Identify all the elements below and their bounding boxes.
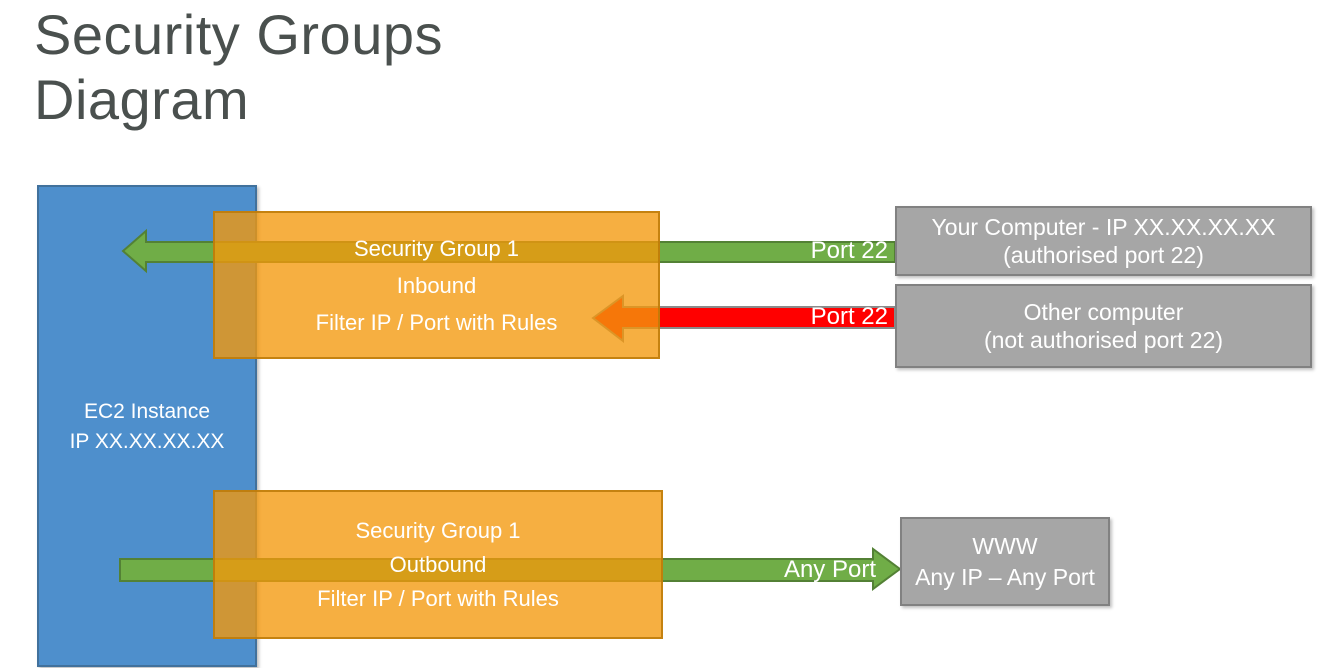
outbound-group-name: Security Group 1 [355,517,521,543]
ec2-instance-ip: IP XX.XX.XX.XX [69,430,225,453]
outbound-direction: Outbound [389,551,487,577]
your-computer-subtitle: (authorised port 22) [1003,242,1204,268]
inbound-group-name: Security Group 1 [353,235,520,261]
outbound-port-label: Any Port [783,556,876,583]
www-title: WWW [972,532,1038,559]
page-title-line2: Diagram [34,68,250,131]
ec2-instance-name: EC2 Instance [83,400,211,423]
other-computer-subtitle: (not authorised port 22) [983,327,1224,353]
security-group-outbound-box: Security Group 1 Outbound Filter IP / Po… [213,490,663,639]
outbound-filter-rule: Filter IP / Port with Rules [317,585,559,611]
other-computer-box: Other computer (not authorised port 22) [895,284,1312,368]
page-title: Security Groups Diagram [34,2,443,132]
inbound-allowed-port-label: Port 22 [810,237,888,264]
inbound-filter-rule: Filter IP / Port with Rules [315,309,558,335]
www-subtitle: Any IP – Any Port [915,563,1095,590]
inbound-direction: Inbound [396,272,477,298]
inbound-denied-port-label: Port 22 [810,303,888,330]
page-title-line1: Security Groups [34,3,443,66]
security-group-inbound-box: Security Group 1 Inbound Filter IP / Por… [213,211,660,359]
ec2-instance-label: EC2 Instance IP XX.XX.XX.XX [39,397,255,457]
your-computer-box: Your Computer - IP XX.XX.XX.XX (authoris… [895,206,1312,276]
your-computer-title: Your Computer - IP XX.XX.XX.XX [931,214,1276,240]
www-box: WWW Any IP – Any Port [900,517,1110,606]
other-computer-title: Other computer [1023,299,1184,325]
